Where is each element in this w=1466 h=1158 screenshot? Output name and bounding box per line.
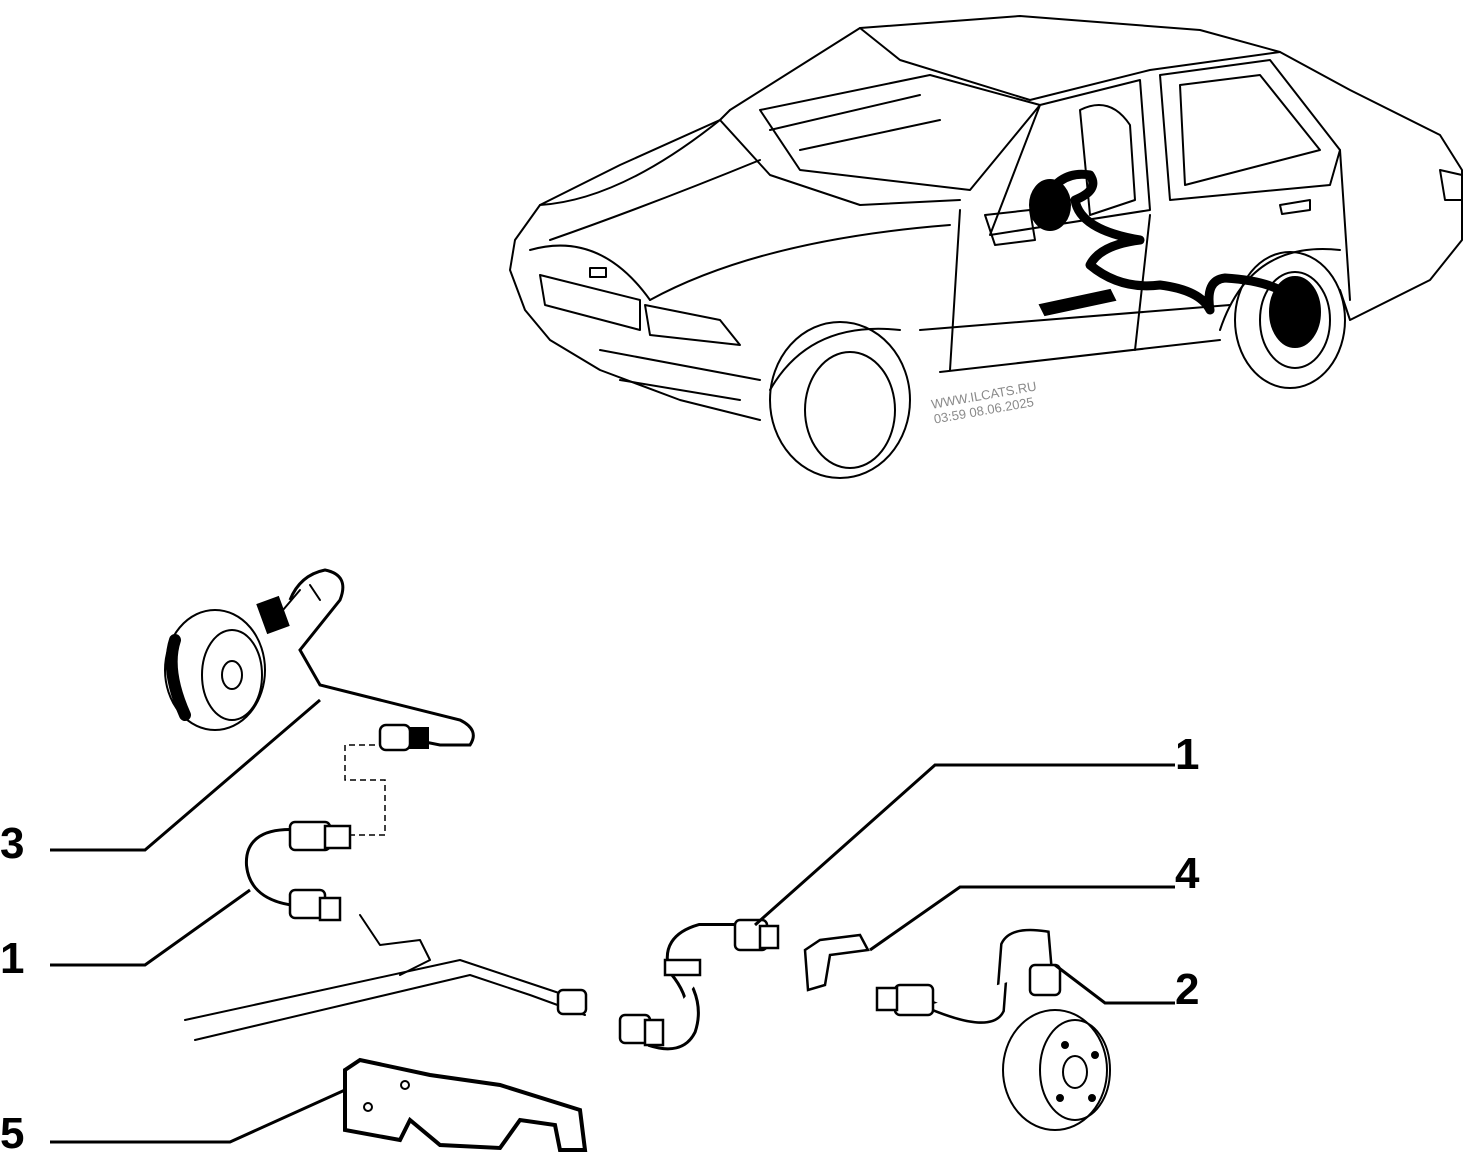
leader-1-left (50, 888, 251, 967)
callout-label-4: 4 (1175, 849, 1200, 898)
part-1-left-flexible-hose (244, 744, 386, 922)
leader-lines (50, 698, 1175, 1144)
part-5-bracket (343, 1057, 588, 1152)
callout-label-1-right: 1 (1175, 730, 1200, 779)
part-1-right-flexible-hose (618, 918, 780, 1051)
leader-3 (50, 698, 321, 852)
callout-label-5: 5 (0, 1109, 25, 1158)
callout-label-1-left: 1 (0, 934, 25, 983)
leader-1-right (754, 763, 1175, 927)
leader-4 (869, 885, 1175, 952)
car-illustration (509, 15, 1463, 479)
leader-2 (1054, 963, 1175, 1005)
callout-label-3: 3 (0, 819, 25, 868)
part-3-front-brake-pipe (164, 568, 475, 752)
leader-5 (50, 1088, 346, 1144)
part-4-clip (803, 933, 870, 992)
callout-label-2: 2 (1175, 965, 1200, 1014)
center-brake-line (184, 914, 588, 1041)
part-2-rear-brake-pipe (875, 928, 1111, 1131)
